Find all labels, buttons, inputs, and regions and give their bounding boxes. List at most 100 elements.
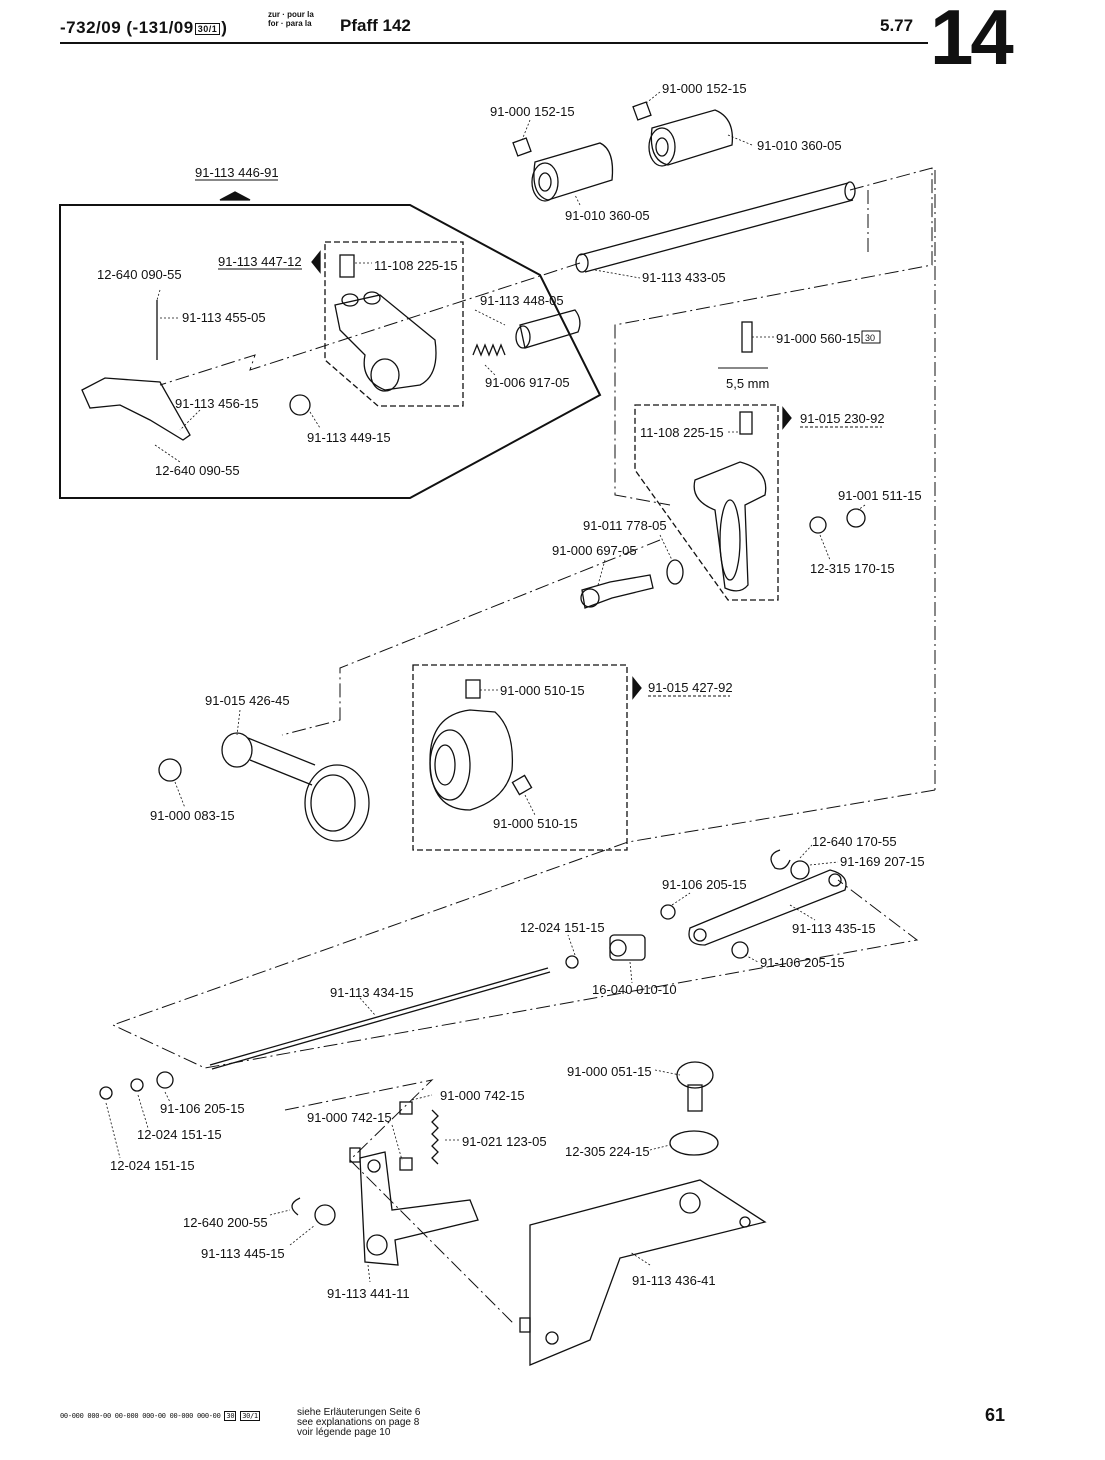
washer-part-3 [666, 559, 684, 585]
header-date: 5.77 [880, 16, 914, 35]
leader-line-24 [799, 844, 813, 859]
part-label-14: 91-000 560-15 [776, 331, 861, 346]
header-small-line-1: zur · pour la [268, 10, 314, 19]
part-label-13: 12-640 090-55 [155, 463, 240, 478]
leader-line-29 [744, 954, 759, 963]
part-label-21: 91-015 426-45 [205, 693, 290, 708]
part-label-16: 11-108 225-15 [640, 425, 724, 440]
stud-part [580, 574, 654, 609]
part-label-10: 91-006 917-05 [485, 375, 570, 390]
leader-line-43 [367, 1264, 371, 1283]
threaded-rod-part [209, 967, 551, 1070]
pin-part [515, 309, 581, 349]
header-badge: 30/1 [194, 22, 221, 35]
part-label-26: 91-169 207-15 [840, 854, 925, 869]
washer-part-6 [731, 941, 749, 959]
leader-line-8 [156, 289, 161, 301]
footer-badge-30-1: 30/1 [240, 1411, 260, 1421]
leader-line-30 [629, 961, 633, 984]
part-label-27: 91-106 205-15 [662, 877, 747, 892]
part-label-30: 91-106 205-15 [760, 955, 845, 970]
part-label-23: 91-000 083-15 [150, 808, 235, 823]
assembly-arrow-up [219, 191, 251, 201]
leader-line-20 [236, 709, 241, 736]
part-label-44: 91-113 441-11 [327, 1286, 410, 1301]
leader-line-25 [809, 861, 839, 866]
leader-line-2 [644, 91, 661, 105]
spring-part [472, 343, 506, 357]
screw-part-7 [399, 1157, 413, 1171]
footer-notes: siehe Erläuterungen Seite 6 see explanat… [297, 1408, 420, 1438]
leader-line-23 [524, 794, 536, 816]
part-label-28: 12-024 151-15 [520, 920, 605, 935]
leader-line-33 [411, 1094, 433, 1101]
assembly-label-4: 91-015 427-92 [648, 680, 733, 695]
part-label-7: 11-108 225-15 [374, 258, 458, 273]
header-title-close: ) [221, 18, 228, 37]
part-label-37: 12-024 151-15 [137, 1127, 222, 1142]
part-label-1: 91-000 152-15 [490, 104, 575, 119]
part-label-3: 91-010 360-05 [757, 138, 842, 153]
dashed-box-bracket [324, 241, 464, 407]
clip-part-2 [291, 1197, 301, 1216]
footer-note-de: siehe Erläuterungen Seite 6 [297, 1407, 421, 1418]
screw-part-5 [349, 1147, 361, 1163]
part-label-31: 16-040 010-10 [592, 982, 677, 997]
angle-bracket-part [529, 1179, 767, 1366]
axis-line-right [614, 167, 933, 506]
header-rule [60, 42, 928, 44]
part-label-9: 91-113 455-05 [182, 310, 266, 325]
link-part [688, 869, 847, 946]
leader-line-7 [474, 309, 506, 326]
part-label-8: 91-113 448-05 [480, 293, 564, 308]
leader-line-5 [594, 269, 641, 279]
part-label-38: 12-024 151-15 [110, 1158, 195, 1173]
badge-30 [861, 330, 881, 344]
screw-part-2 [739, 411, 753, 435]
part-label-17: 91-001 511-15 [838, 488, 922, 503]
footer-note-en: see explanations on page 8 [297, 1417, 420, 1428]
axis-line-shaft [159, 262, 581, 386]
leader-line-16 [857, 504, 866, 511]
header-small-text: zur · pour la for · para la [268, 10, 314, 28]
connecting-rod-part [221, 732, 370, 842]
part-label-12: 91-113 449-15 [307, 430, 391, 445]
leader-line-39 [649, 1144, 671, 1151]
eccentric-part [429, 709, 514, 811]
washer-part-2 [809, 516, 827, 534]
leader-line-18 [659, 534, 673, 561]
leader-line-31 [359, 997, 376, 1016]
part-label-15: 5,5 mm [726, 376, 769, 391]
leader-line-34 [391, 1124, 403, 1161]
part-label-19: 91-011 778-05 [583, 518, 667, 533]
clevis-part [609, 934, 646, 961]
leader-line-22 [174, 781, 186, 809]
leader-line-11 [179, 409, 201, 431]
washer-part-5 [660, 904, 676, 920]
leader-line-19 [597, 559, 606, 586]
part-label-43: 91-113 436-41 [632, 1273, 716, 1288]
part-label-6: 12-640 090-55 [97, 267, 182, 282]
screw-part-3 [741, 321, 753, 353]
section-number: 14 [930, 0, 1014, 81]
part-label-34: 91-000 742-15 [440, 1088, 525, 1103]
part-label-18: 12-315 170-15 [810, 561, 895, 576]
grub-screw-2 [632, 101, 652, 121]
dashed-box-clamp [634, 404, 779, 601]
footer-codes-text: 00-000 000-00 00-000 000-00 00-000 000-0… [60, 1412, 221, 1420]
leader-line-26 [671, 892, 691, 906]
axis-line-lower [111, 789, 936, 1069]
leader-line-12 [309, 411, 321, 429]
shaft-part [575, 181, 856, 273]
part-label-33: 91-000 051-15 [567, 1064, 652, 1079]
leader-line-28 [789, 904, 816, 921]
part-label-39: 91-021 123-05 [462, 1134, 547, 1149]
part-label-40: 12-305 224-15 [565, 1144, 650, 1159]
grub-screw-4 [511, 774, 533, 796]
leader-line-32 [654, 1069, 681, 1076]
screw-part [339, 254, 355, 278]
page-number: 61 [985, 1405, 1006, 1425]
lever-part [81, 300, 191, 441]
